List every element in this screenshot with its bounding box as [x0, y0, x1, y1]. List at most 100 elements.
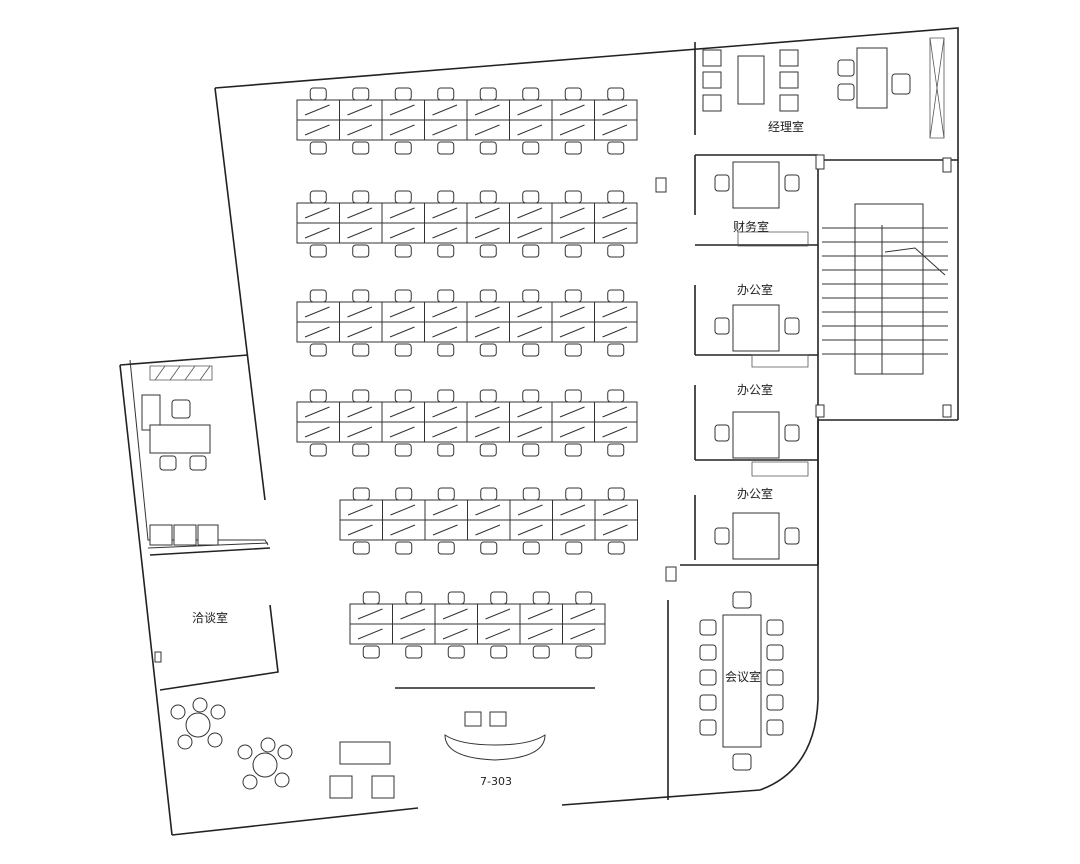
- office-chair: [523, 88, 539, 100]
- office-chair: [480, 245, 496, 257]
- unit-number-label: 7-303: [480, 775, 512, 788]
- office-1-label: 办公室: [737, 282, 773, 297]
- office-chair: [438, 344, 454, 356]
- keyboard-mark: [391, 525, 416, 535]
- office-chair: [310, 245, 326, 257]
- keyboard-mark: [433, 427, 458, 437]
- keyboard-mark: [390, 208, 415, 218]
- keyboard-mark: [433, 208, 458, 218]
- keyboard-mark: [305, 228, 330, 238]
- keyboard-mark: [518, 307, 543, 317]
- office-chair: [565, 390, 581, 402]
- keyboard-mark: [475, 307, 500, 317]
- keyboard-mark: [560, 407, 585, 417]
- office-chair: [310, 344, 326, 356]
- keyboard-mark: [603, 105, 628, 115]
- meeting-room-label: 会议室: [725, 669, 761, 684]
- workstation-area: [297, 88, 638, 658]
- office-chair: [565, 290, 581, 302]
- keyboard-mark: [443, 629, 468, 639]
- keyboard-mark: [348, 208, 373, 218]
- office-chair: [438, 88, 454, 100]
- office-chair: [438, 444, 454, 456]
- keyboard-mark: [475, 125, 500, 135]
- office-chair: [438, 245, 454, 257]
- workstation-row: [297, 191, 637, 257]
- keyboard-mark: [518, 525, 543, 535]
- keyboard-mark: [305, 407, 330, 417]
- keyboard-mark: [390, 327, 415, 337]
- office-chair: [395, 245, 411, 257]
- workstation-row: [297, 390, 637, 456]
- keyboard-mark: [560, 327, 585, 337]
- office-chair: [481, 488, 497, 500]
- office-chair: [576, 646, 592, 658]
- keyboard-mark: [433, 525, 458, 535]
- keyboard-mark: [348, 407, 373, 417]
- keyboard-mark: [401, 609, 426, 619]
- office-chair: [395, 290, 411, 302]
- office-chair: [608, 191, 624, 203]
- office-chair: [533, 646, 549, 658]
- keyboard-mark: [560, 228, 585, 238]
- office-chair: [353, 390, 369, 402]
- keyboard-mark: [433, 505, 458, 515]
- office-chair: [438, 542, 454, 554]
- keyboard-mark: [486, 609, 511, 619]
- office-chair: [566, 488, 582, 500]
- office-chair: [480, 290, 496, 302]
- workstation-row: [297, 290, 637, 356]
- keyboard-mark: [476, 505, 501, 515]
- office-chair: [566, 542, 582, 554]
- keyboard-mark: [560, 307, 585, 317]
- office-chair: [523, 142, 539, 154]
- keyboard-mark: [560, 125, 585, 135]
- office-chair: [481, 542, 497, 554]
- office-chair: [438, 390, 454, 402]
- keyboard-mark: [433, 407, 458, 417]
- keyboard-mark: [348, 125, 373, 135]
- outer-walls: [120, 28, 958, 835]
- keyboard-mark: [348, 505, 373, 515]
- left-rooms: [130, 360, 278, 690]
- office-chair: [480, 88, 496, 100]
- workstation-row: [340, 488, 638, 554]
- keyboard-mark: [603, 228, 628, 238]
- keyboard-mark: [603, 505, 628, 515]
- keyboard-mark: [348, 327, 373, 337]
- office-chair: [353, 488, 369, 500]
- office-chair: [523, 344, 539, 356]
- keyboard-mark: [603, 125, 628, 135]
- keyboard-mark: [476, 525, 501, 535]
- keyboard-mark: [348, 525, 373, 535]
- stairwell: [822, 204, 948, 374]
- office-2-label: 办公室: [737, 382, 773, 397]
- office-chair: [353, 88, 369, 100]
- keyboard-mark: [390, 307, 415, 317]
- office-chair: [608, 444, 624, 456]
- keyboard-mark: [486, 629, 511, 639]
- office-chair: [480, 344, 496, 356]
- office-chair: [480, 142, 496, 154]
- keyboard-mark: [603, 407, 628, 417]
- office-chair: [608, 88, 624, 100]
- keyboard-mark: [391, 505, 416, 515]
- keyboard-mark: [358, 609, 383, 619]
- office-chair: [353, 191, 369, 203]
- keyboard-mark: [433, 228, 458, 238]
- keyboard-mark: [603, 208, 628, 218]
- keyboard-mark: [518, 208, 543, 218]
- office-chair: [395, 142, 411, 154]
- keyboard-mark: [433, 307, 458, 317]
- office-chair: [565, 191, 581, 203]
- office-chair: [310, 142, 326, 154]
- office-chair: [565, 344, 581, 356]
- office-chair: [310, 88, 326, 100]
- office-chair: [353, 444, 369, 456]
- keyboard-mark: [348, 105, 373, 115]
- keyboard-mark: [390, 228, 415, 238]
- keyboard-mark: [518, 125, 543, 135]
- office-chair: [353, 245, 369, 257]
- office-chair: [565, 245, 581, 257]
- office-chair: [523, 488, 539, 500]
